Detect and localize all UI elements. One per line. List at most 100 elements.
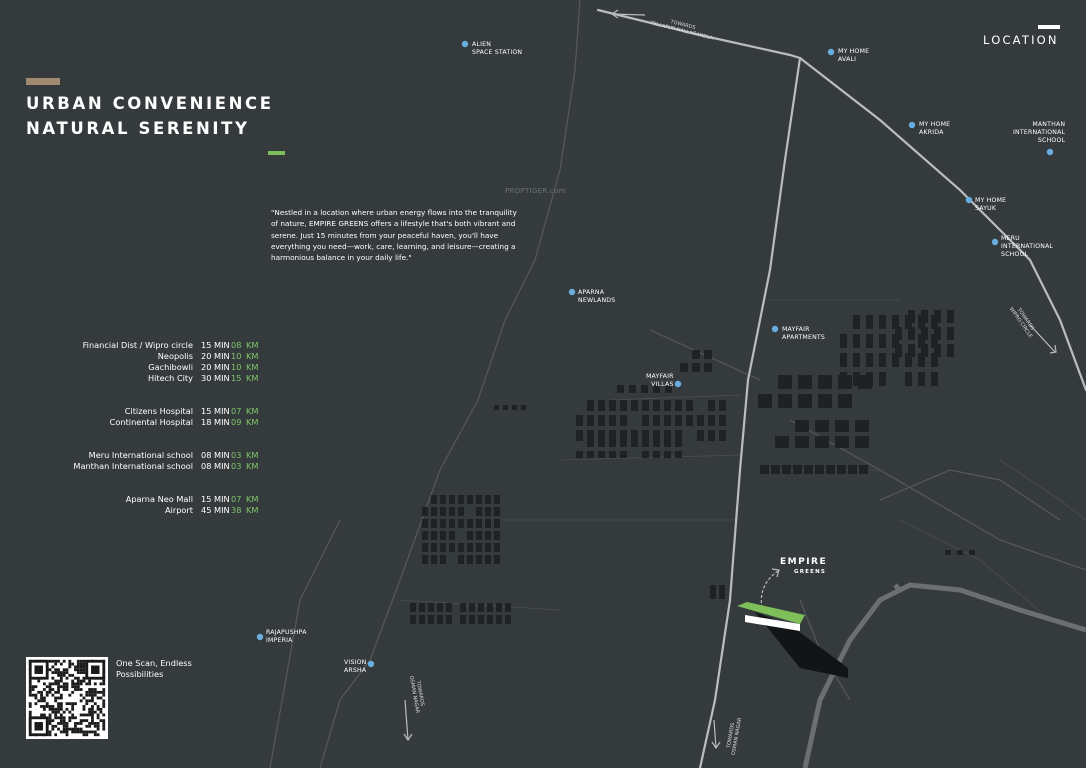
building-block: [422, 555, 428, 564]
distance-time: 20 MIN: [201, 362, 230, 372]
building-block: [908, 310, 915, 323]
building-block: [485, 495, 491, 504]
building-block: [431, 531, 437, 540]
building-block: [494, 531, 500, 540]
building-block: [771, 465, 780, 474]
road-diagonal-east: [798, 56, 1086, 392]
building-block: [653, 430, 660, 441]
building-block: [815, 465, 824, 474]
green-accent-bar: [268, 151, 285, 155]
building-block: [598, 415, 605, 426]
poi-line: APARNA: [578, 289, 605, 296]
building-block: [598, 400, 605, 411]
building-block: [710, 585, 716, 599]
building-block: [449, 519, 455, 528]
distance-unit: KM: [246, 373, 259, 383]
building-block: [494, 405, 499, 410]
building-block: [476, 555, 482, 564]
building-block: [947, 327, 954, 340]
building-block: [449, 531, 455, 540]
poi-line: INTERNATIONAL: [1013, 129, 1066, 137]
building-block: [478, 615, 484, 624]
building-block: [853, 315, 860, 329]
page-title-line2: NATURAL SERENITY: [26, 119, 250, 138]
building-block: [840, 353, 847, 367]
building-block: [895, 344, 902, 357]
building-block: [458, 519, 464, 528]
building-block: [859, 465, 868, 474]
distance-km: 10: [231, 351, 242, 361]
building-block: [620, 451, 627, 458]
building-block: [675, 451, 682, 458]
building-block: [918, 372, 925, 386]
building-block: [665, 385, 672, 393]
building-block: [460, 603, 466, 612]
road-north-west: [596, 8, 802, 60]
building-block: [476, 507, 482, 516]
building-block: [609, 430, 616, 441]
building-block: [778, 375, 792, 389]
building-block: [521, 405, 526, 410]
building-block: [467, 519, 473, 528]
empire-greens-parcel: [737, 602, 848, 678]
building-block: [838, 394, 852, 408]
building-block: [934, 310, 941, 323]
title-accent-bar: [26, 78, 60, 85]
building-block: [853, 334, 860, 348]
building-block: [422, 519, 428, 528]
poi-line: INTERNATIONAL: [1001, 243, 1054, 251]
building-block: [719, 430, 726, 441]
distance-km: 08: [231, 340, 242, 350]
building-block: [798, 394, 812, 408]
building-block: [458, 495, 464, 504]
qr-code[interactable]: [26, 657, 108, 739]
distance-unit: KM: [246, 461, 259, 471]
building-block: [469, 603, 475, 612]
building-block: [778, 394, 792, 408]
building-block: [598, 440, 605, 447]
distance-unit: KM: [246, 417, 259, 427]
poi-dot-mayfair-apts: [771, 325, 779, 333]
poi-dot-vision: [367, 660, 375, 668]
distance-unit: KM: [246, 505, 259, 515]
distance-km: 07: [231, 406, 242, 416]
building-block: [496, 615, 502, 624]
distance-row: Financial Dist / Wipro circle 15 MIN 08 …: [0, 340, 263, 351]
distance-unit: KM: [246, 450, 259, 460]
building-block: [866, 353, 873, 367]
distance-row: Manthan International school 08 MIN 03 K…: [0, 461, 263, 472]
building-block: [793, 465, 802, 474]
building-block: [467, 531, 473, 540]
poi-line: VISION: [344, 659, 367, 666]
poi-line: MY HOME: [919, 121, 951, 128]
building-block: [449, 495, 455, 504]
building-block: [467, 495, 473, 504]
distance-place: Gachibowli: [148, 362, 193, 372]
poi-line: MAYFAIR: [646, 373, 674, 380]
building-block: [704, 363, 712, 372]
distance-time: 08 MIN: [201, 450, 230, 460]
building-block: [675, 440, 682, 447]
building-block: [866, 372, 873, 386]
poi-line: APARTMENTS: [782, 334, 826, 342]
building-block: [494, 495, 500, 504]
building-block: [487, 615, 493, 624]
building-block: [848, 465, 857, 474]
poi-line: MAYFAIR: [782, 326, 810, 333]
building-block: [855, 420, 869, 432]
building-block: [918, 334, 925, 348]
building-block: [437, 615, 443, 624]
building-block: [440, 519, 446, 528]
building-block: [853, 353, 860, 367]
building-block: [879, 315, 886, 329]
distance-place: Manthan International school: [73, 461, 193, 471]
road-grey-wide: [802, 582, 1086, 768]
building-block: [815, 420, 829, 432]
building-block: [947, 310, 954, 323]
building-block: [719, 415, 726, 426]
